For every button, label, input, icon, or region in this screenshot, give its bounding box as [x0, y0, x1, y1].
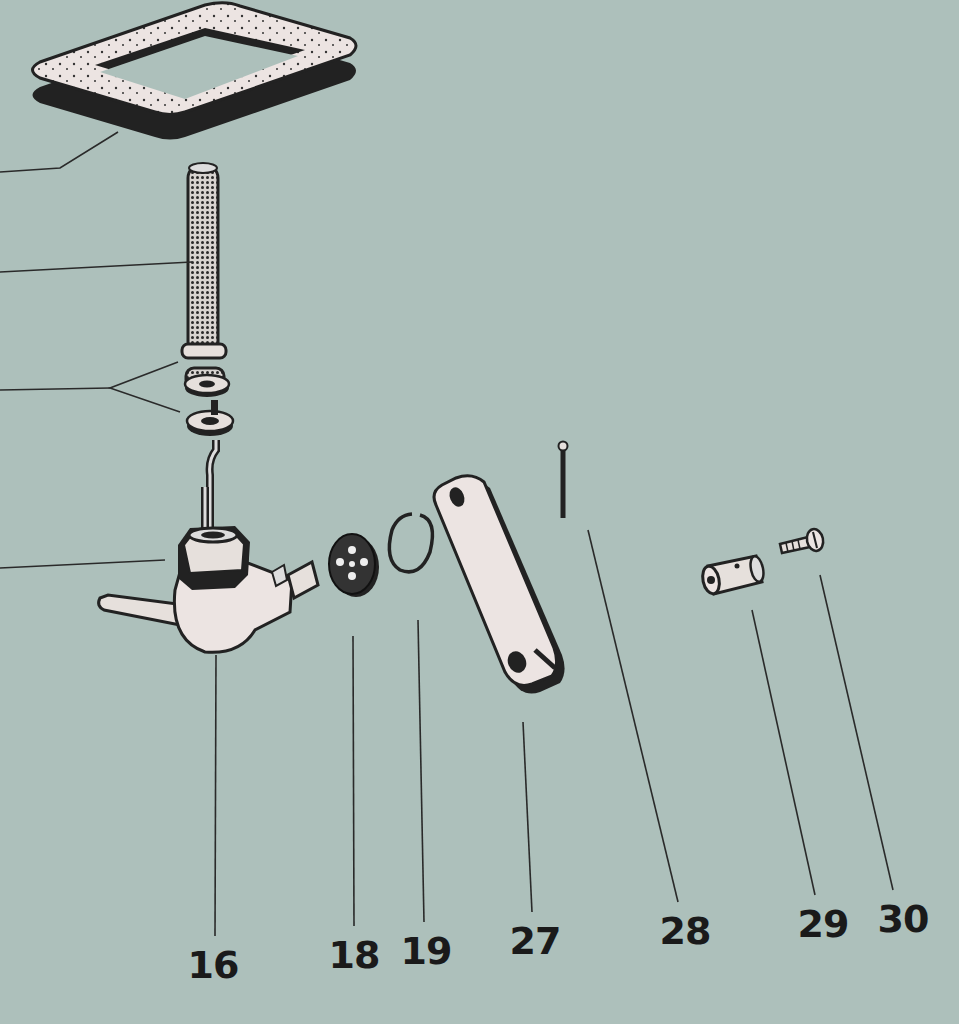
lever: [434, 476, 565, 694]
leader-lines: [0, 132, 893, 936]
split-pin: [559, 442, 568, 519]
callout-number: 18: [329, 936, 380, 974]
callout-number: 29: [798, 905, 849, 943]
callout-number: 30: [878, 900, 929, 938]
circlip: [389, 514, 432, 572]
sleeve: [700, 555, 765, 595]
callout-number: 19: [401, 932, 452, 970]
fuel-tap: [99, 400, 318, 652]
filter-tube: [182, 163, 226, 388]
callout-number: 28: [660, 912, 711, 950]
callout-number: 27: [510, 922, 561, 960]
valve-disc: [329, 534, 379, 597]
washers: [185, 375, 233, 436]
screw: [780, 528, 825, 553]
callout-number: 16: [188, 946, 239, 984]
gasket: [33, 3, 357, 140]
